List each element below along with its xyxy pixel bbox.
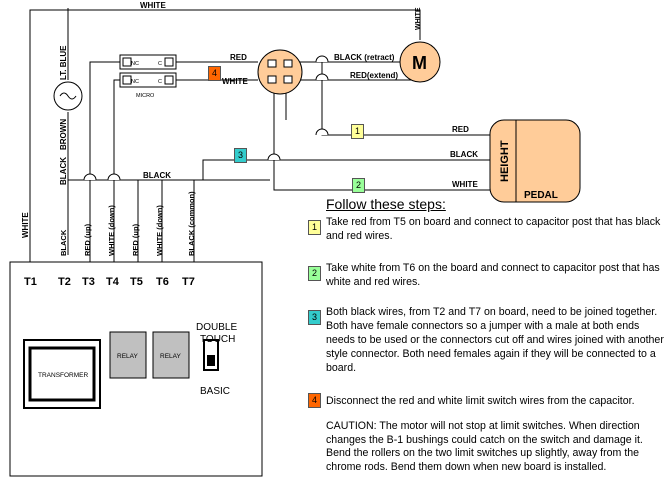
label-red-pedal: RED (452, 125, 469, 134)
label-top-white: WHITE (140, 1, 166, 10)
double-touch-label-1: DOUBLE (196, 322, 237, 333)
step-3-text: Both black wires, from T2 and T7 on boar… (326, 306, 664, 374)
far-left-white-wire (29, 9, 68, 262)
label-red-top: RED (230, 53, 247, 62)
limit-switch-upper (119, 54, 177, 70)
step-2-text: Take white from T6 on the board and conn… (326, 262, 660, 288)
sine-icon (59, 92, 77, 100)
label-black-left: BLACK (59, 157, 68, 185)
board-wire-label: RED (up) (131, 223, 140, 256)
switch-contact-icon (122, 57, 132, 67)
step-4-text: Disconnect the red and white limit switc… (326, 395, 635, 407)
step-1-text: Take red from T5 on board and connect to… (326, 216, 661, 242)
relay-2-label: RELAY (160, 353, 181, 360)
motor (399, 41, 441, 83)
capacitor-posts (267, 59, 293, 84)
badge-1-step: 1 (308, 220, 321, 235)
terminal-t6: T6 (156, 276, 169, 288)
label-lt-blue: LT. BLUE (59, 45, 68, 80)
label-motor-white: WHITE (415, 7, 422, 30)
relay-2 (152, 331, 190, 379)
board-wire-label: BLACK (59, 229, 68, 256)
wire-crossings (83, 55, 329, 181)
board-wire-label: RED (up) (83, 223, 92, 256)
terminal-t5: T5 (130, 276, 143, 288)
relay-1-label: RELAY (117, 353, 138, 360)
board-wire-label: BLACK (common) (187, 191, 196, 256)
badge-4-diagram: 4 (208, 66, 221, 81)
switch-contact-icon (164, 75, 174, 85)
terminal-t2: T2 (58, 276, 71, 288)
switch-contact-icon (164, 57, 174, 67)
board-wire-label: WHITE (down) (155, 205, 164, 256)
label-black-retract: BLACK (retract) (334, 53, 395, 62)
switch-micro: MICRO (136, 93, 155, 99)
limit-switches (119, 54, 177, 88)
white-pedal-wire (273, 80, 490, 191)
limit-switch-lower (119, 72, 177, 88)
label-red-extend: RED(extend) (350, 71, 398, 80)
pedal-height-label: HEIGHT (499, 140, 511, 182)
black-pedal-wire (202, 159, 490, 180)
terminal-t4: T4 (106, 276, 120, 288)
switch-c-upper: C (158, 61, 162, 67)
steps-title: Follow these steps: (326, 196, 446, 212)
badge-2-diagram: 2 (352, 178, 365, 193)
basic-label: BASIC (200, 386, 230, 397)
badge-1-diagram: 1 (351, 124, 364, 139)
badge-2-step: 2 (308, 266, 321, 281)
relay-1 (109, 331, 147, 379)
motor-label: M (412, 53, 427, 73)
terminal-t3: T3 (82, 276, 95, 288)
board-wire-labels: BLACK RED (up) WHITE (down) RED (up) WHI… (59, 191, 196, 256)
caution-text: CAUTION: The motor will not stop at limi… (326, 420, 643, 473)
badge-3-step: 3 (308, 310, 321, 325)
switch-lower-wire (113, 79, 120, 262)
terminal-t7: T7 (182, 276, 195, 288)
switch-nc-upper: NC (131, 61, 139, 67)
switch-nc-lower: NC (131, 79, 139, 85)
pedal-box (489, 119, 581, 203)
switch-contact-icon (122, 75, 132, 85)
dip-switch-knob (207, 355, 215, 366)
switch-labels: NC C NC C MICRO (131, 61, 162, 99)
capacitor (257, 49, 303, 95)
label-white-cap: WHITE (222, 77, 248, 86)
label-black-mid: BLACK (143, 171, 171, 180)
wire-labels: WHITE WHITE LT. BLUE BROWN BLACK WHITE R… (21, 1, 478, 238)
label-black-pedal: BLACK (450, 150, 478, 159)
badge-4-step: 4 (308, 393, 321, 408)
switch-c-lower: C (158, 79, 162, 85)
board-wire-label: WHITE (down) (107, 205, 116, 256)
pedal-label: PEDAL (524, 190, 558, 201)
double-touch-label-2: TOUCH (200, 334, 235, 345)
switch-white-down-wire (89, 61, 120, 262)
label-brown: BROWN (59, 119, 68, 150)
transformer-inner (28, 346, 96, 402)
terminal-t1: T1 (24, 276, 37, 288)
terminals: T1 T2 T3 T4 T5 T6 T7 (24, 276, 195, 288)
label-white-pedal: WHITE (452, 180, 478, 189)
top-white-wire (67, 8, 421, 40)
badge-3-diagram: 3 (234, 148, 247, 163)
transformer-label: TRANSFORMER (38, 372, 89, 379)
label-white-far-left: WHITE (21, 212, 30, 238)
